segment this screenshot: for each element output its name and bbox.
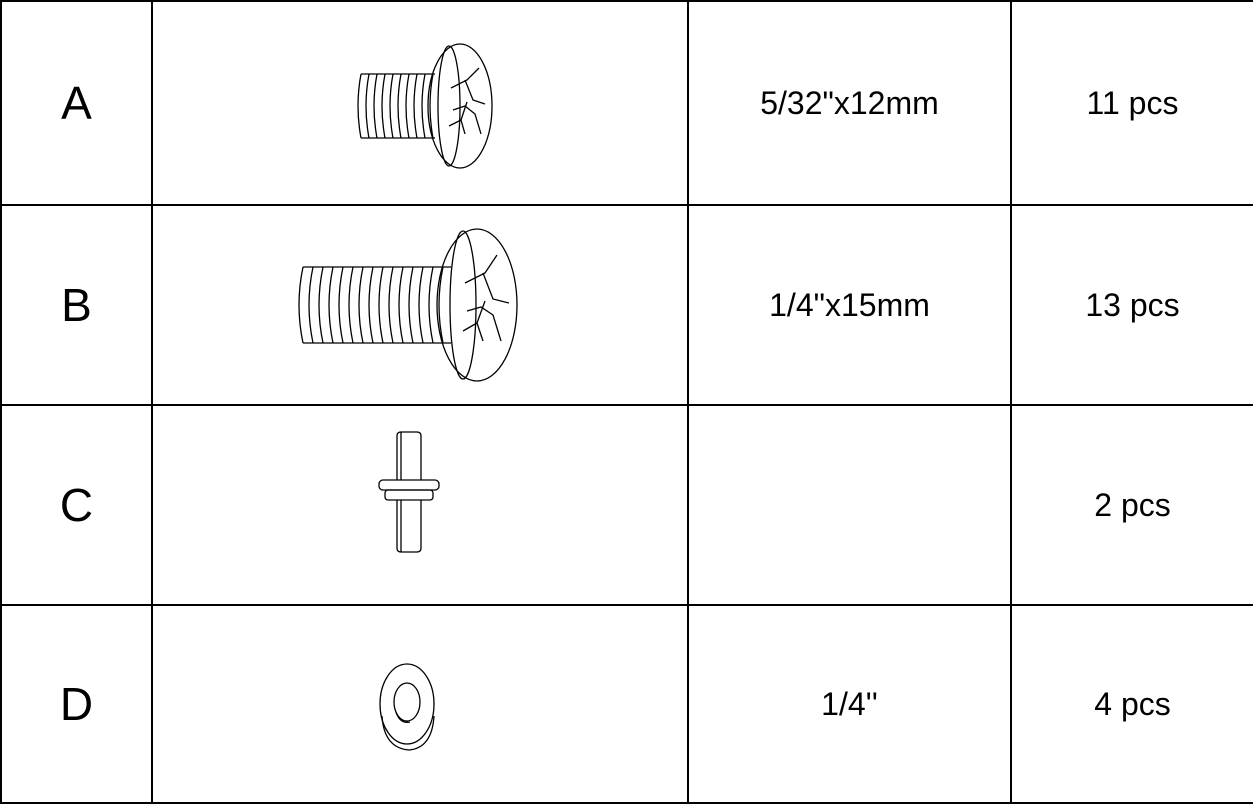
truss-head-screw-short-icon (315, 30, 515, 170)
row-divider-1 (0, 204, 1253, 206)
row-b-quantity: 13 pcs (1085, 286, 1180, 323)
table-border-bottom (0, 802, 1253, 804)
row-a-size: 5/32"x12mm (760, 84, 939, 121)
table-border-left (0, 0, 2, 804)
row-c-letter: C (59, 479, 94, 531)
row-b-letter: B (61, 279, 92, 331)
row-c-part-cell (153, 406, 687, 604)
truss-head-screw-long-icon (281, 215, 541, 385)
table-border-top (0, 0, 1253, 2)
row-b-size: 1/4"x15mm (769, 286, 930, 323)
row-b-part-cell (153, 206, 687, 404)
row-c-size (689, 406, 1010, 604)
row-d-quantity: 4 pcs (1094, 685, 1171, 722)
row-a-quantity: 11 pcs (1086, 84, 1179, 121)
row-d-letter: D (59, 678, 94, 730)
row-d-part-cell (153, 606, 687, 802)
row-a-part-cell (153, 2, 687, 204)
flat-washer-icon (374, 656, 444, 756)
column-divider-2 (687, 0, 689, 804)
row-divider-3 (0, 604, 1253, 606)
column-divider-3 (1010, 0, 1012, 804)
row-d-size: 1/4'' (821, 685, 878, 722)
shoulder-pin-icon (369, 424, 449, 574)
row-c-quantity: 2 pcs (1094, 486, 1171, 523)
column-divider-1 (151, 0, 153, 804)
row-divider-2 (0, 404, 1253, 406)
row-a-letter: A (61, 77, 92, 129)
